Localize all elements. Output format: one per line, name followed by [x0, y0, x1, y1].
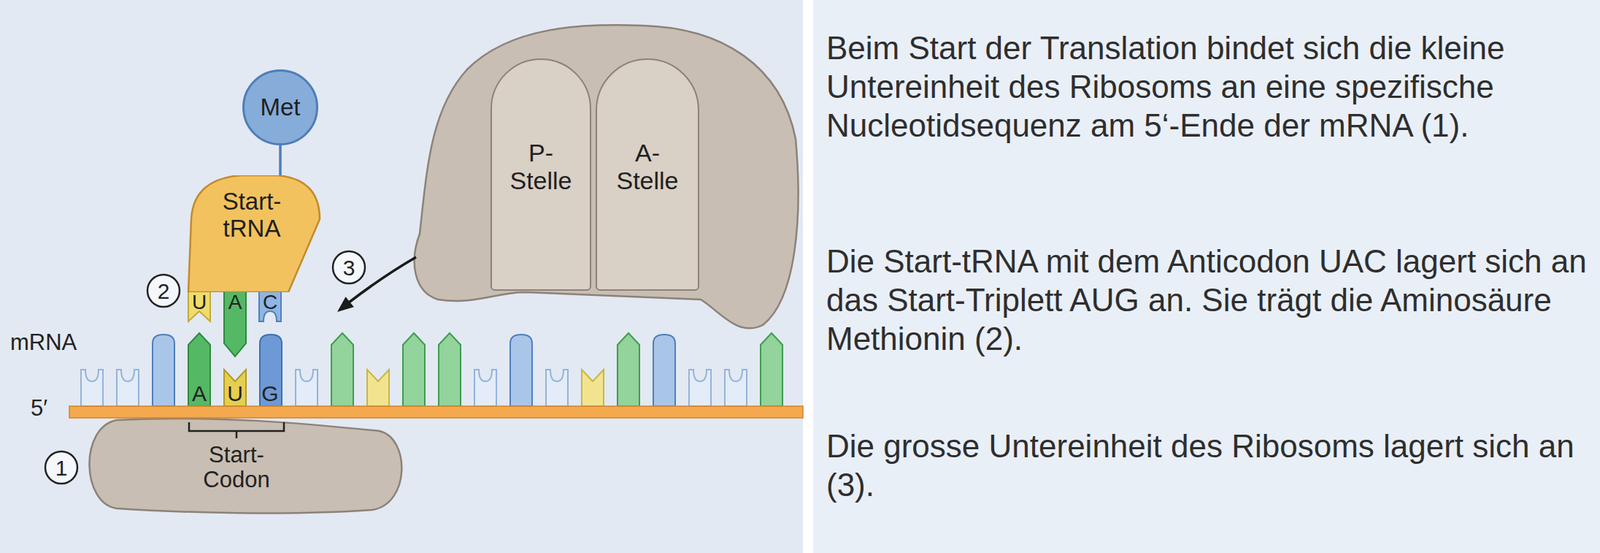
mrna-backbone	[69, 405, 803, 418]
nucleotide-base	[689, 369, 711, 406]
nucleotide-base	[152, 334, 175, 406]
callout-circle	[332, 251, 365, 284]
left-panel	[0, 0, 803, 553]
nucleotide-base	[724, 369, 747, 406]
nucleotide-base	[188, 332, 211, 406]
a-site: A- Stelle	[595, 58, 700, 291]
nucleotide-base	[617, 332, 640, 406]
nucleotide-base	[760, 332, 783, 406]
stem-line	[278, 145, 282, 176]
node-label: Met	[259, 94, 300, 122]
nucleotide-base	[402, 332, 425, 406]
codon-base: U	[227, 381, 244, 406]
nucleotide-base	[116, 369, 139, 406]
callout-number: 1	[55, 455, 68, 480]
nucleotide-base	[81, 369, 103, 406]
anticodon-base: U	[191, 291, 207, 314]
nucleotide-base	[653, 334, 676, 406]
large-subunit	[414, 24, 799, 328]
codon-bracket	[189, 421, 284, 438]
nucleotide-base	[581, 369, 604, 406]
callout-circle	[45, 451, 78, 484]
trna-body: Start- tRNA	[182, 175, 322, 292]
anticodon-piece	[259, 290, 282, 322]
mrna-bases	[81, 332, 783, 406]
codon-base: G	[261, 381, 279, 406]
anticodon-piece	[188, 290, 211, 322]
step-description: Die Start-tRNA mit dem Anticodon UAC lag…	[826, 242, 1590, 358]
nucleotide-base	[510, 334, 533, 406]
step-description: Die grosse Untereinheit des Ribosoms lag…	[826, 427, 1590, 505]
callout-number: 2	[157, 278, 171, 303]
trna-shape	[188, 175, 320, 292]
p-site: P- Stelle	[490, 58, 592, 291]
right-panel	[813, 0, 1600, 553]
anticodon-piece	[224, 290, 246, 357]
step-description: Beim Start der Translation bindet sich d…	[826, 29, 1590, 145]
panel-divider	[802, 0, 814, 553]
anticodon-base: C	[262, 291, 278, 314]
nucleotide-base	[438, 332, 461, 406]
codon-label: Start- Codon	[196, 442, 277, 492]
node-label: Start- tRNA	[208, 188, 296, 243]
nucleotide-base	[367, 369, 390, 406]
callout-number: 3	[343, 255, 356, 280]
trna-outline	[182, 175, 322, 292]
small-subunit	[89, 418, 402, 514]
nucleotide-base	[545, 369, 568, 406]
amino-acid-circle: Met	[242, 69, 319, 146]
nucleotide-base	[295, 369, 318, 406]
node-label: A- Stelle	[607, 138, 688, 195]
nucleotide-base	[259, 334, 282, 406]
molecule-label: mRNA	[10, 329, 77, 355]
nucleotide-base	[474, 369, 497, 406]
arrow-head	[337, 296, 355, 312]
codon-base: A	[191, 381, 207, 406]
nucleotide-base	[331, 332, 354, 406]
node-label: P- Stelle	[500, 138, 582, 195]
callout-circle	[147, 274, 180, 307]
anticodon-base: A	[228, 291, 243, 314]
nucleotide-base	[224, 369, 246, 406]
end-label: 5′	[30, 395, 48, 421]
